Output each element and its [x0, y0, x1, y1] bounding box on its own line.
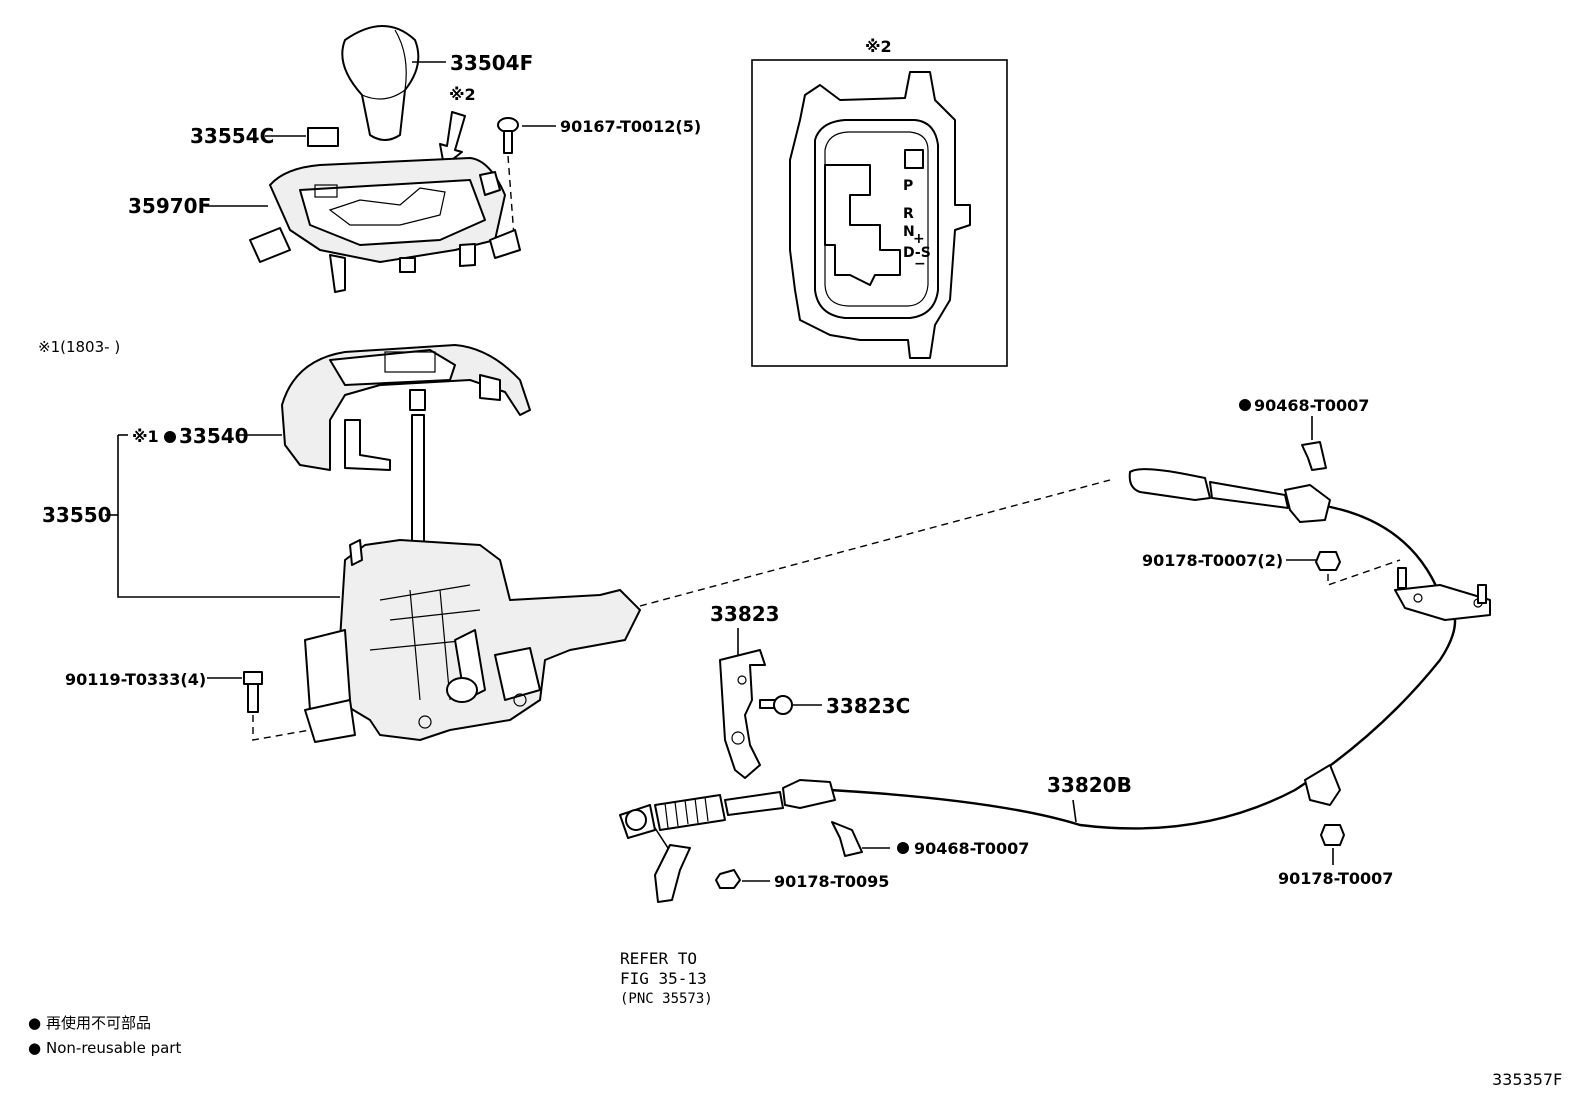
legend-text-en: Non-reusable part [46, 1039, 181, 1057]
label-nut-pair: 90178-T0007(2) [1142, 551, 1283, 570]
refer-line-1: REFER TO [620, 949, 697, 968]
label-view-note-arrow: ※2 [449, 85, 476, 104]
non-reusable-dot-icon [897, 842, 909, 854]
detail-pos-ds: D-S [903, 245, 931, 261]
detail-pos-minus: − [914, 256, 926, 272]
bracket-bolt-drawing [759, 695, 793, 715]
screw-cover-drawing [497, 117, 519, 154]
right-nut-drawing [1320, 824, 1345, 846]
non-reusable-dot-icon [164, 431, 176, 443]
label-bracket: 33823 [710, 602, 780, 626]
shift-boot-drawing [281, 344, 531, 471]
clip-drawing [307, 127, 339, 147]
refer-line-2: FIG 35-13 [620, 969, 707, 988]
label-boot-note: ※1 [132, 427, 159, 446]
refer-line-3: (PNC 35573) [620, 991, 713, 1007]
legend-dot-jp: ● [28, 1014, 41, 1032]
shift-knob-drawing [341, 25, 420, 141]
label-clip: 33554C [190, 124, 274, 148]
upper-clip-drawing [1301, 441, 1327, 471]
label-knob: 33504F [450, 51, 533, 75]
label-upper-clip: 90468-T0007 [1254, 396, 1369, 415]
indicator-plate-drawing [249, 157, 521, 293]
detail-view-frame [751, 59, 1008, 367]
nut-pair-drawing [1315, 551, 1341, 571]
detail-view-title: ※2 [865, 37, 892, 56]
label-lower-nut: 90178-T0095 [774, 872, 889, 891]
detail-pos-plus: + [913, 231, 925, 247]
dash-cable-to-lever [639, 479, 1111, 607]
detail-pos-n: N [903, 224, 915, 240]
detail-pos-p: P [903, 178, 913, 194]
dash-nut-pair [1327, 559, 1401, 586]
legend-dot-en: ● [28, 1039, 41, 1057]
control-cable-drawing [619, 468, 1491, 839]
lever-bolt-drawing [243, 671, 263, 713]
label-shift-lever-assy: 33550 [42, 503, 112, 527]
indicator-detail-drawing [789, 71, 971, 359]
figure-id: 335357F [1492, 1070, 1562, 1089]
lower-clip-drawing [831, 821, 863, 857]
detail-pos-r: R [903, 206, 914, 222]
label-indicator-plate: 35970F [128, 194, 211, 218]
lower-nut-drawing [715, 869, 741, 889]
label-screw-cover: 90167-T0012(5) [560, 117, 701, 136]
legend-text-jp: 再使用不可部品 [46, 1014, 151, 1032]
shift-lever-assy-drawing [304, 414, 641, 743]
label-boot: 33540 [179, 424, 249, 448]
cable-end-bracket-drawing [654, 844, 691, 903]
dash-lever-bolt [252, 715, 311, 741]
label-effective-date: ※1(1803- ) [38, 338, 120, 356]
label-lever-bolt: 90119-T0333(4) [65, 670, 206, 689]
label-bracket-bolt: 33823C [826, 694, 910, 718]
bracket-drawing [719, 649, 766, 779]
label-right-nut: 90178-T0007 [1278, 869, 1393, 888]
leader-cable [1072, 799, 1077, 823]
group-bracket-line [117, 435, 340, 598]
leader-cable-end-bracket [654, 827, 669, 849]
label-lower-clip: 90468-T0007 [914, 839, 1029, 858]
non-reusable-dot-icon [1239, 399, 1251, 411]
label-cable: 33820B [1047, 773, 1132, 797]
